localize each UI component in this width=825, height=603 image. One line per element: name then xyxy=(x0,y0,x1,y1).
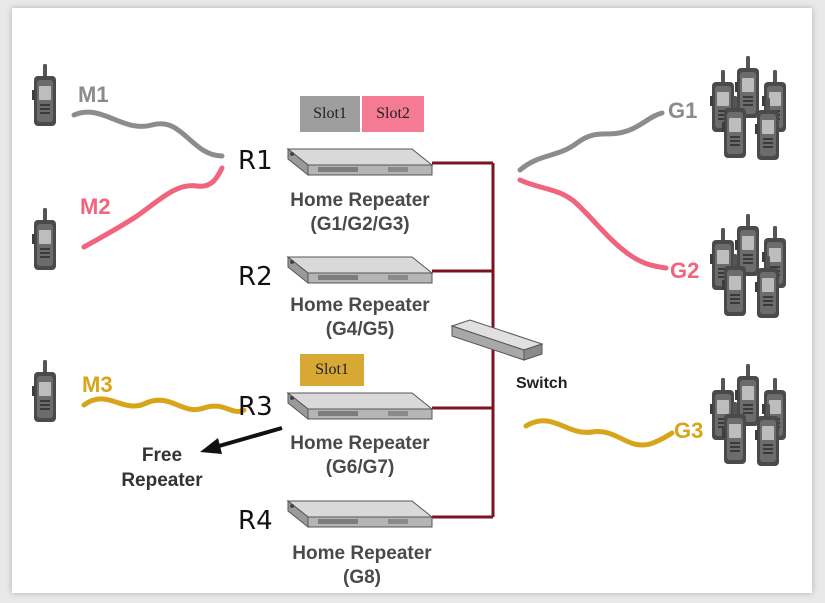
r1-slot2-badge: Slot2 xyxy=(362,96,424,132)
free-repeater-line1: Free xyxy=(141,445,183,466)
diagram-frame: Slot1 Slot2 Slot1 M1 M2 M3 G1 G2 G3 R1 R… xyxy=(12,8,812,593)
g2-link-wave xyxy=(517,177,669,271)
switch-label: Switch xyxy=(516,375,568,392)
g3-link-wave xyxy=(523,418,675,448)
m1-radio-icon xyxy=(32,64,56,126)
r2-caption: Home Repeater (G4/G5) xyxy=(270,294,450,343)
r4-title: Home Repeater xyxy=(292,543,432,564)
g3-label: G3 xyxy=(674,418,704,443)
m1-label: M1 xyxy=(78,82,109,107)
m2-radio-icon xyxy=(32,208,56,270)
repeater-r4-icon xyxy=(287,500,433,528)
g1-link-wave xyxy=(517,110,665,173)
free-repeater-line2: Repeater xyxy=(121,469,203,491)
r3-slot1-badge: Slot1 xyxy=(300,354,364,386)
switch-icon xyxy=(450,319,544,361)
r1-groups: (G1/G2/G3) xyxy=(310,214,410,236)
m3-label: M3 xyxy=(82,372,113,397)
r1-label: R1 xyxy=(238,146,273,176)
r1-title: Home Repeater xyxy=(290,190,430,211)
r4-label: R4 xyxy=(238,506,273,536)
diagram-canvas xyxy=(32,56,786,528)
r1-slot1-badge: Slot1 xyxy=(300,96,360,132)
m2-label: M2 xyxy=(80,194,111,219)
m2-link-wave xyxy=(81,165,225,250)
r2-title: Home Repeater xyxy=(290,295,430,316)
repeater-r2-icon xyxy=(287,256,433,284)
r3-caption: Home Repeater (G6/G7) xyxy=(270,432,450,481)
r4-caption: Home Repeater (G8) xyxy=(272,542,452,591)
g1-label: G1 xyxy=(668,98,698,123)
r3-title: Home Repeater xyxy=(290,433,430,454)
r3-label: R3 xyxy=(238,392,273,422)
r3-groups: (G6/G7) xyxy=(325,457,395,479)
r2-groups: (G4/G5) xyxy=(325,319,395,341)
g2-radio-group-icon xyxy=(710,214,786,318)
m3-radio-icon xyxy=(32,360,56,422)
r2-label: R2 xyxy=(238,262,273,292)
g3-radio-group-icon xyxy=(710,364,786,466)
g1-radio-group-icon xyxy=(710,56,786,160)
m3-link-wave xyxy=(81,396,247,414)
free-repeater-arrow xyxy=(200,426,283,454)
repeater-r1-icon xyxy=(287,148,433,176)
repeater-r3-icon xyxy=(287,392,433,420)
g2-label: G2 xyxy=(670,258,700,283)
m1-link-wave xyxy=(71,109,225,159)
r1-caption: Home Repeater (G1/G2/G3) xyxy=(270,189,450,238)
free-repeater-label: Free Repeater xyxy=(108,444,216,493)
r4-groups: (G8) xyxy=(343,567,381,589)
